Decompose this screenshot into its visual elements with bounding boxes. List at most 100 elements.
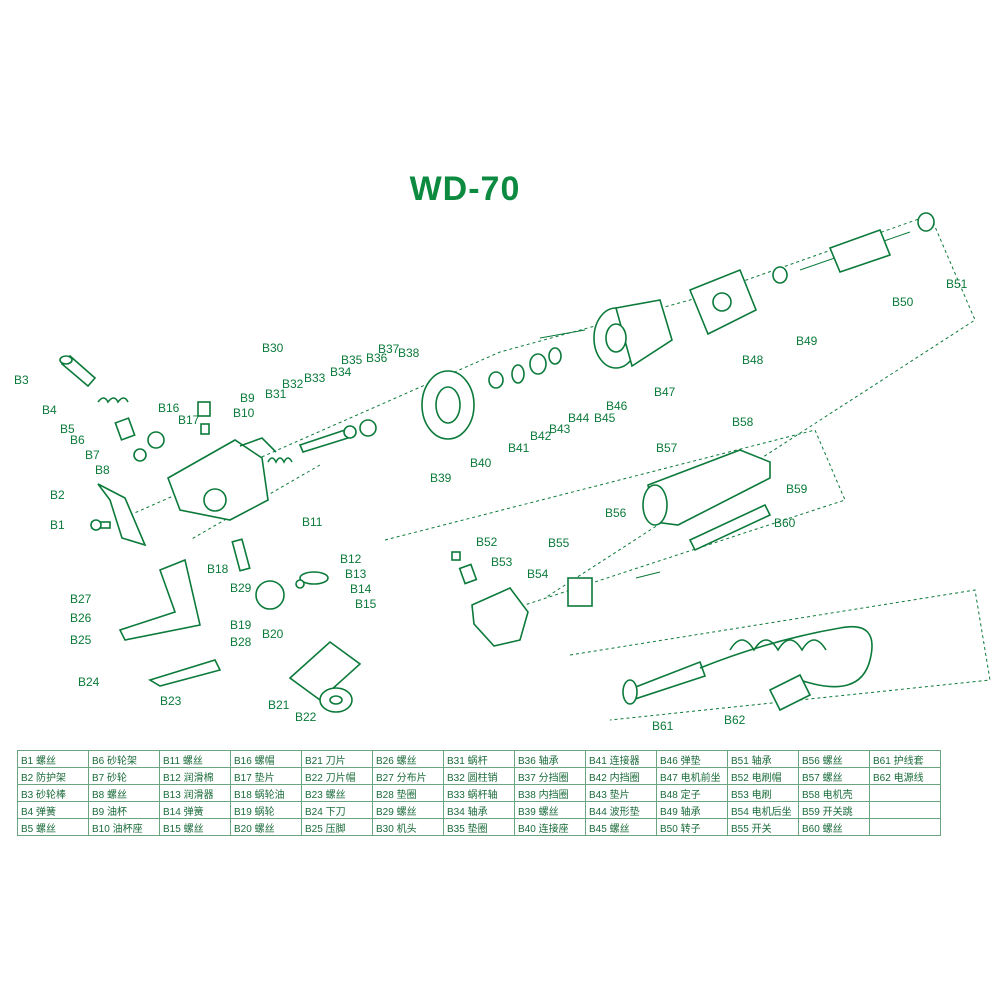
part-b6-b7-wheel	[133, 431, 165, 462]
callout-b48: B48	[742, 353, 764, 367]
callout-b50: B50	[892, 295, 914, 309]
part-b61-b62-power-cord	[622, 626, 873, 712]
legend-cell: B45 螺丝	[585, 818, 657, 836]
legend-cell: B6 砂轮架	[88, 750, 160, 768]
exploded-parts-diagram: B1B2B3B4B5B6B7B8B9B10B11B12B13B14B15B16B…	[14, 212, 991, 733]
legend-cell: B31 蜗杆	[443, 750, 515, 768]
legend-cell: B13 润滑器	[159, 784, 231, 802]
callout-b15: B15	[355, 597, 377, 611]
callout-b16: B16	[158, 401, 180, 415]
legend-cell: B48 定子	[656, 784, 728, 802]
legend-cell: B23 螺丝	[301, 784, 373, 802]
part-b2-guard	[97, 483, 147, 547]
legend-cell: B49 轴承	[656, 801, 728, 819]
legend-cell: B54 电机后坐	[727, 801, 799, 819]
part-b40-connector-seat	[421, 370, 475, 440]
part-b30-gear-head	[167, 437, 277, 521]
callout-b18: B18	[207, 562, 229, 576]
callout-b7: B7	[85, 448, 100, 462]
callout-b37: B37	[378, 342, 400, 356]
legend-cell: B7 砂轮	[88, 767, 160, 785]
callout-b30: B30	[262, 341, 284, 355]
callout-b2: B2	[50, 488, 65, 502]
callout-b10: B10	[233, 406, 255, 420]
legend-cell: B52 电刷帽	[727, 767, 799, 785]
part-b24-lower-blade	[148, 659, 222, 687]
legend-cell: B30 机头	[372, 818, 444, 836]
legend-cell: B12 润滑棉	[159, 767, 231, 785]
part-b51-bearing	[917, 212, 935, 232]
callout-b40: B40	[470, 456, 492, 470]
callout-b22: B22	[295, 710, 317, 724]
callout-b55: B55	[548, 536, 570, 550]
legend-cell: B36 轴承	[514, 750, 586, 768]
legend-cell: B40 连接座	[514, 818, 586, 836]
callout-b6: B6	[70, 433, 85, 447]
callout-b44: B44	[568, 411, 590, 425]
callout-b1: B1	[50, 518, 65, 532]
legend-cell: B55 开关	[727, 818, 799, 836]
callout-b29: B29	[230, 581, 252, 595]
callout-b45: B45	[594, 411, 616, 425]
callout-b60: B60	[774, 516, 796, 530]
callout-b3: B3	[14, 373, 29, 387]
legend-cell: B53 电刷	[727, 784, 799, 802]
legend-cell: B46 弹垫	[656, 750, 728, 768]
part-b22-blade-cap	[319, 687, 353, 713]
callout-b41: B41	[508, 441, 530, 455]
callout-b52: B52	[476, 535, 498, 549]
part-b50-rotor	[799, 228, 911, 273]
part-b25-presser-foot	[118, 558, 201, 641]
callout-b35: B35	[341, 353, 363, 367]
callout-b34: B34	[330, 365, 352, 379]
callout-b32: B32	[282, 377, 304, 391]
part-b4-spring	[97, 397, 136, 441]
legend-cell: B41 连接器	[585, 750, 657, 768]
callout-b20: B20	[262, 627, 284, 641]
part-b59-switch-trigger	[688, 503, 772, 552]
legend-cell: B51 轴承	[727, 750, 799, 768]
legend-cell: B59 开关跳	[798, 801, 870, 819]
legend-cell: B60 螺丝	[798, 818, 870, 836]
callout-b21: B21	[268, 698, 290, 712]
callout-b5: B5	[60, 422, 75, 436]
legend-cell: B8 螺丝	[88, 784, 160, 802]
callout-b12: B12	[340, 552, 362, 566]
legend-cell: B16 螺帽	[230, 750, 302, 768]
callout-b43: B43	[549, 422, 571, 436]
legend-cell: B57 螺丝	[798, 767, 870, 785]
part-b12-b13-lubricator	[295, 571, 329, 589]
callout-b13: B13	[345, 567, 367, 581]
legend-cell: B27 分布片	[372, 767, 444, 785]
callout-b53: B53	[491, 555, 513, 569]
callout-b38: B38	[398, 346, 420, 360]
legend-cell: B34 轴承	[443, 801, 515, 819]
callout-b47: B47	[654, 385, 676, 399]
callout-b11: B11	[302, 515, 323, 529]
callout-b19: B19	[230, 618, 252, 632]
legend-cell: B3 砂轮棒	[17, 784, 89, 802]
part-b3-grinding-bar	[59, 354, 97, 388]
callout-b9: B9	[240, 391, 255, 405]
legend-cell: B56 螺丝	[798, 750, 870, 768]
legend-cell: B24 下刀	[301, 801, 373, 819]
legend-cell: B9 油杯	[88, 801, 160, 819]
part-b54-motor-rear-seat	[471, 587, 529, 647]
legend-cell: B18 蜗轮油	[230, 784, 302, 802]
legend-cell: B50 转子	[656, 818, 728, 836]
legend-cell: B35 垫圈	[443, 818, 515, 836]
callout-b54: B54	[527, 567, 549, 581]
legend-cell: B25 压脚	[301, 818, 373, 836]
legend-cell: B58 电机壳	[798, 784, 870, 802]
callout-b17: B17	[178, 413, 200, 427]
callout-b46: B46	[606, 399, 628, 413]
legend-cell: B5 螺丝	[17, 818, 89, 836]
legend-cell: B11 螺丝	[159, 750, 231, 768]
legend-cell: B22 刀片帽	[301, 767, 373, 785]
legend-cell: B61 护线套	[869, 750, 941, 768]
